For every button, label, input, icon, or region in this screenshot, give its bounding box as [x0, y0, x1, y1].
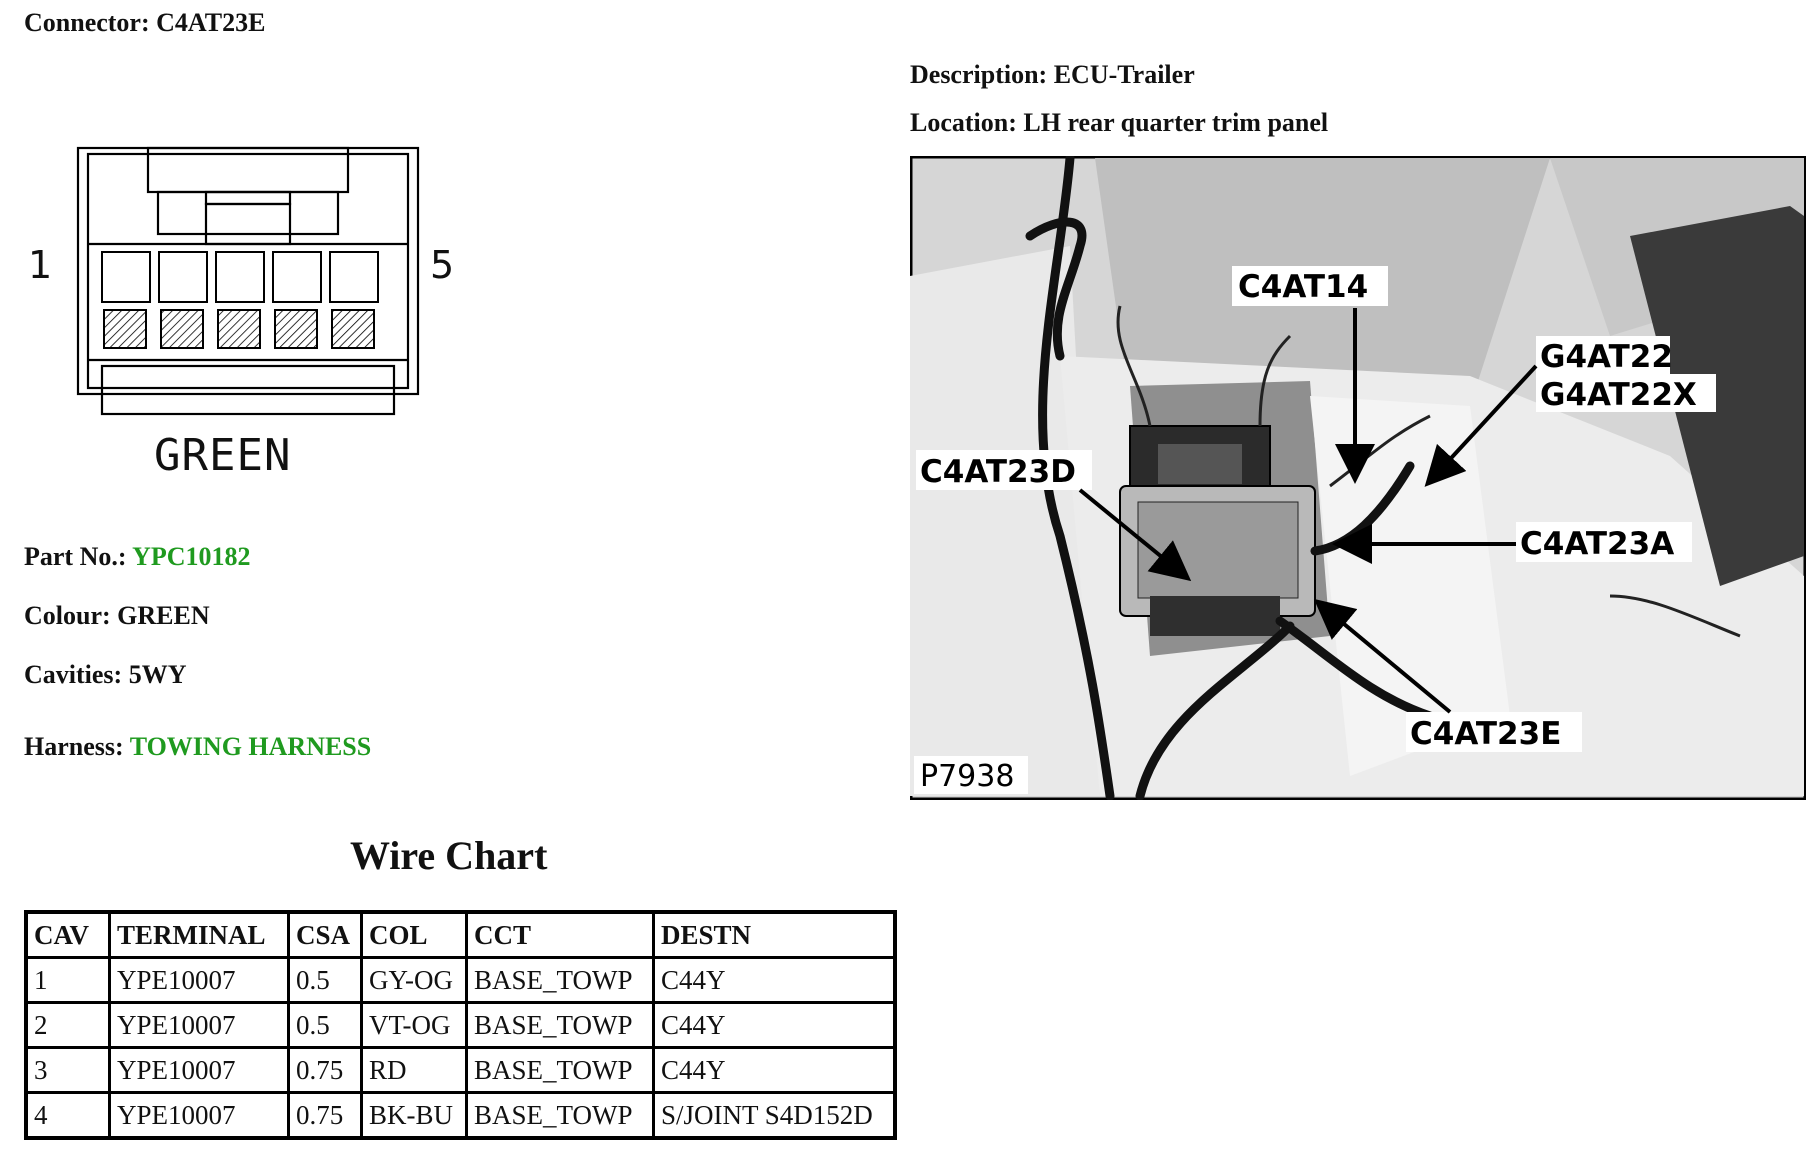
connector-value: C4AT23E: [156, 8, 266, 37]
table-header-row: CAV TERMINAL CSA COL CCT DESTN: [24, 910, 897, 959]
table-row: 1 YPE10007 0.5 GY-OG BASE_TOWP C44Y: [24, 956, 897, 1004]
connector-colour-text: GREEN: [154, 430, 291, 481]
location: Location: LH rear quarter trim panel: [910, 108, 1328, 138]
location-label: Location:: [910, 108, 1017, 137]
connector-diagram: 1 5 GREEN: [28, 146, 454, 481]
harness-wires: [1025, 156, 1435, 800]
cell-cav: 3: [24, 1046, 111, 1094]
location-photo: C4AT14 G4AT22 G4AT22X C4AT23D C4AT23A C4…: [910, 156, 1806, 800]
cell-csa: 0.75: [287, 1091, 363, 1140]
cell-terminal: YPE10007: [108, 1046, 290, 1094]
cavities-value: 5WY: [128, 660, 187, 689]
cell-csa: 0.5: [287, 1001, 363, 1049]
cavities-label: Cavities:: [24, 660, 123, 689]
table-row: 4 YPE10007 0.75 BK-BU BASE_TOWP S/JOINT …: [24, 1091, 897, 1140]
cell-destn: C44Y: [652, 956, 897, 1004]
cell-cct: BASE_TOWP: [465, 1001, 655, 1049]
wire-chart-table: CAV TERMINAL CSA COL CCT DESTN 1 YPE1000…: [24, 910, 897, 1140]
pin-5-number: 5: [430, 243, 454, 287]
callout-g4at22x: G4AT22X: [1540, 377, 1697, 413]
callout-g4at22: G4AT22: [1540, 339, 1673, 375]
harness-label: Harness:: [24, 732, 124, 761]
description-value: ECU-Trailer: [1053, 60, 1195, 89]
cavities: Cavities: 5WY: [24, 660, 186, 690]
description: Description: ECU-Trailer: [910, 60, 1195, 90]
part-number-label: Part No.:: [24, 542, 127, 571]
cell-csa: 0.5: [287, 956, 363, 1004]
harness: Harness: TOWING HARNESS: [24, 732, 371, 762]
header-terminal: TERMINAL: [108, 910, 290, 959]
description-label: Description:: [910, 60, 1048, 89]
cell-terminal: YPE10007: [108, 1001, 290, 1049]
cell-destn: S/JOINT S4D152D: [652, 1091, 897, 1140]
cavity-row: [101, 251, 379, 349]
colour: Colour: GREEN: [24, 601, 210, 631]
cell-col: VT-OG: [360, 1001, 468, 1049]
cell-cav: 2: [24, 1001, 111, 1049]
cell-destn: C44Y: [652, 1001, 897, 1049]
cell-terminal: YPE10007: [108, 956, 290, 1004]
cell-cct: BASE_TOWP: [465, 956, 655, 1004]
location-value: LH rear quarter trim panel: [1023, 108, 1329, 137]
callout-c4at23d: C4AT23D: [920, 454, 1076, 490]
table-row: 3 YPE10007 0.75 RD BASE_TOWP C44Y: [24, 1046, 897, 1094]
cell-csa: 0.75: [287, 1046, 363, 1094]
cell-terminal: YPE10007: [108, 1091, 290, 1140]
connector-title: Connector: C4AT23E: [24, 8, 265, 38]
header-csa: CSA: [287, 910, 363, 959]
cell-col: RD: [360, 1046, 468, 1094]
callout-c4at23e: C4AT23E: [1410, 716, 1561, 752]
cell-destn: C44Y: [652, 1046, 897, 1094]
cell-cav: 1: [24, 956, 111, 1004]
pin-1-number: 1: [28, 243, 52, 287]
connector-label: Connector:: [24, 8, 150, 37]
figure-id: P7938: [920, 759, 1014, 794]
header-col: COL: [360, 910, 468, 959]
harness-link[interactable]: TOWING HARNESS: [129, 732, 372, 761]
connector-housing: [76, 146, 420, 416]
header-destn: DESTN: [652, 910, 897, 959]
part-number-link[interactable]: YPC10182: [132, 542, 251, 571]
callout-c4at14: C4AT14: [1238, 269, 1368, 305]
header-cav: CAV: [24, 910, 111, 959]
table-row: 2 YPE10007 0.5 VT-OG BASE_TOWP C44Y: [24, 1001, 897, 1049]
callout-arrows: [1078, 308, 1538, 714]
cell-cav: 4: [24, 1091, 111, 1140]
part-number: Part No.: YPC10182: [24, 542, 251, 572]
header-cct: CCT: [465, 910, 655, 959]
cell-col: BK-BU: [360, 1091, 468, 1140]
wire-chart-title: Wire Chart: [350, 833, 548, 878]
colour-label: Colour:: [24, 601, 111, 630]
cell-cct: BASE_TOWP: [465, 1046, 655, 1094]
cell-cct: BASE_TOWP: [465, 1091, 655, 1140]
colour-value: GREEN: [117, 601, 210, 630]
callout-c4at23a: C4AT23A: [1520, 526, 1674, 562]
cell-col: GY-OG: [360, 956, 468, 1004]
